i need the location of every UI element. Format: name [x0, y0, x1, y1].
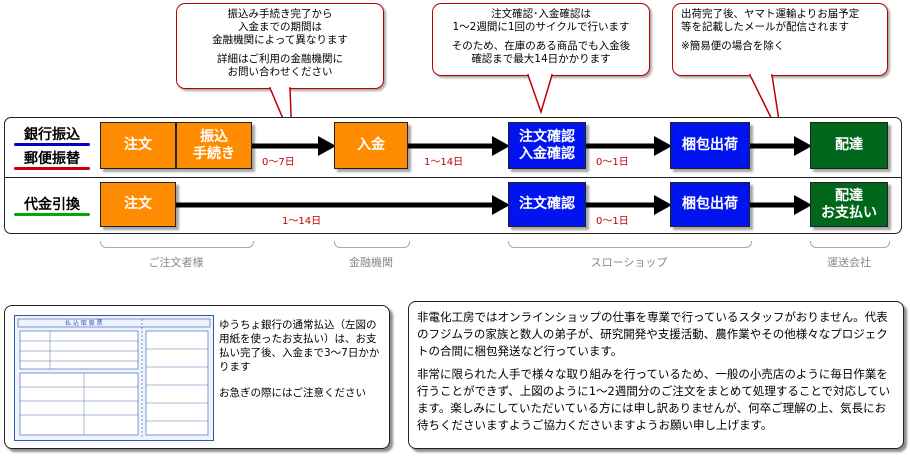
- callout-confirm-line1: 注文確認･入金確認は 1～2週間に1回のサイクルで行います: [452, 8, 630, 33]
- callout-confirm-note: 注文確認･入金確認は 1～2週間に1回のサイクルで行います そのため、在庫のある…: [432, 3, 650, 76]
- brace-shop: [508, 241, 752, 248]
- duration-transfer-to-payment: 0～7日: [262, 157, 295, 168]
- notice-paragraph-1: 非電化工房ではオンラインショップの仕事を専業で行っているスタッフがおりません。代…: [417, 310, 888, 358]
- postal-form-caption: ゆうちょ銀行の通常払込（左図の用紙を使ったお支払い）は、お支払い完了後、入金まで…: [219, 319, 380, 373]
- step-payment: 入金: [334, 122, 408, 169]
- duration-cod-confirm-to-pack: 0～1日: [596, 216, 629, 227]
- callout-shipping-line2: ※簡易便の場合を除く: [681, 40, 785, 52]
- notice-box: 非電化工房ではオンラインショップの仕事を専業で行っているスタッフがおりません。代…: [408, 301, 904, 449]
- callout-shipping-line1: 出荷完了後、ヤマト運輸よりお届予定 等を記載したメールが配信されます: [681, 8, 860, 33]
- notice-paragraph-2: 非常に限られた人手で様々な取り組みを行っているため、一般の小売店のように毎日作業…: [417, 367, 891, 432]
- step-order: 注文: [100, 122, 176, 169]
- cod-underline: [14, 213, 90, 216]
- arrow-head-2: [492, 136, 510, 156]
- step-cod-deliver-pay: 配達 お支払い: [810, 182, 888, 227]
- duration-payment-to-confirm: 1～14日: [424, 157, 464, 168]
- arrow-head-7: [794, 195, 812, 215]
- actor-shop: スローショップ: [590, 256, 668, 269]
- callout-pointers: [268, 73, 783, 140]
- brace-carrier: [810, 241, 890, 248]
- actor-bank: 金融機関: [349, 256, 393, 269]
- step-deliver: 配達: [810, 122, 888, 169]
- arrow-head-3: [654, 136, 672, 156]
- step-cod-pack-ship: 梱包出荷: [670, 182, 750, 227]
- callout-confirm-line2: そのため、在庫のある商品でも入金後 確認まで最大14日かかります: [451, 40, 631, 65]
- row-divider: [4, 177, 902, 178]
- step-pack-ship: 梱包出荷: [670, 122, 750, 169]
- arrow-head-6: [654, 195, 672, 215]
- bank-transfer-label: 銀行振込: [24, 127, 80, 143]
- step-cod-confirm: 注文確認: [508, 182, 586, 227]
- postal-form-box: 払 込 取 扱 票 ゆうちょ銀行の通常払込（左図の用紙を使ったお支払い）は、お支…: [4, 305, 390, 449]
- callout-transfer-line1: 振込み手続き完了から 入金までの期間は 金融機関によって異なります: [212, 8, 348, 46]
- actor-carrier: 運送会社: [827, 256, 871, 269]
- brace-bank: [334, 241, 410, 248]
- actor-customer: ご注文者様: [148, 256, 204, 269]
- brace-customer: [100, 241, 254, 248]
- arrow-head-5: [492, 195, 510, 215]
- callout-transfer-line2: 詳細はご利用の金融機関に お問い合わせください: [217, 53, 343, 78]
- bank-underline: [14, 143, 90, 146]
- postal-underline: [14, 167, 90, 170]
- postal-form-caution: お急ぎの際にはご注意ください: [219, 387, 366, 399]
- arrow-head-1: [318, 136, 336, 156]
- duration-cod-order-to-confirm: 1～14日: [282, 216, 322, 227]
- cod-label: 代金引換: [24, 197, 80, 213]
- duration-confirm-to-pack: 0～1日: [596, 157, 629, 168]
- callout-shipping-note: 出荷完了後、ヤマト運輸よりお届予定 等を記載したメールが配信されます ※簡易便の…: [672, 3, 888, 76]
- callout-transfer-note: 振込み手続き完了から 入金までの期間は 金融機関によって異なります 詳細はご利用…: [176, 3, 384, 89]
- arrow-head-4: [794, 136, 812, 156]
- postal-form-header: 払 込 取 扱 票: [65, 320, 103, 327]
- step-cod-order: 注文: [100, 182, 176, 227]
- postal-transfer-label: 郵便振替: [24, 151, 80, 167]
- postal-form-image: [14, 315, 214, 441]
- step-transfer: 振込 手続き: [176, 122, 252, 169]
- step-confirm-order-payment: 注文確認 入金確認: [508, 122, 586, 169]
